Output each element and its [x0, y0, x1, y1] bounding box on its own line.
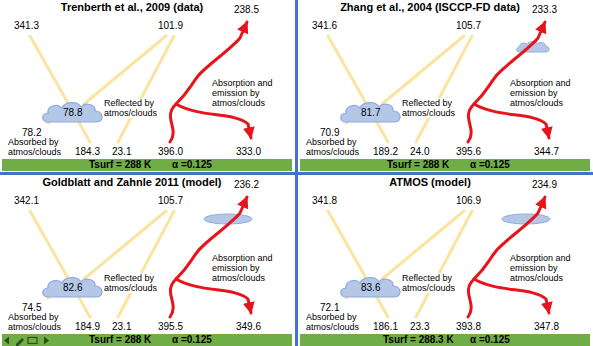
flux-value: 105.7	[158, 195, 183, 207]
flux-note: Absorption and emission by atmos/clouds	[510, 78, 578, 108]
flux-value: 344.7	[534, 146, 559, 158]
flux-note: Absorption and emission by atmos/clouds	[212, 78, 280, 108]
surface-band: Tsurf = 288 K α =0.125	[300, 159, 590, 171]
cloud-value: 83.6	[361, 282, 380, 294]
flux-note: Reflected by atmos/clouds	[104, 273, 162, 293]
flux-note: Absorbed by atmos/clouds	[306, 137, 364, 157]
flux-value: 236.2	[234, 179, 259, 191]
cloud-value: 78.8	[63, 107, 82, 119]
flux-value: 396.0	[158, 146, 183, 158]
cloud-value: 81.7	[361, 107, 380, 119]
flux-value: 342.1	[14, 195, 39, 207]
surface-albedo: α =0.125	[470, 334, 510, 346]
cloud-shape: 81.7	[338, 100, 404, 126]
cloud-outline-path	[43, 103, 102, 122]
flux-value: 24.0	[410, 146, 429, 158]
surface-temperature: Tsurf = 288.3 K	[383, 334, 454, 346]
surface-albedo: α =0.125	[172, 334, 212, 346]
nav-pen-icon	[16, 338, 24, 346]
flux-value: 393.8	[456, 321, 481, 333]
flux-value: 233.3	[532, 4, 557, 16]
flux-value: 341.6	[312, 20, 337, 32]
nav-back-icon	[4, 337, 9, 345]
surface-band: Tsurf = 288 K α =0.125	[2, 159, 292, 171]
flux-value: 234.9	[532, 179, 557, 191]
surface-temperature: Tsurf = 288 K	[89, 334, 151, 346]
panel: Goldblatt and Zahnle 2011 (model) 82.6Tsu…	[0, 175, 295, 346]
panel: Zhang et al., 2004 (ISCCP-FD data) 81.7Ts…	[298, 0, 593, 172]
flat-cloud	[204, 214, 252, 224]
surface-albedo: α =0.125	[470, 159, 510, 171]
surface-temperature: Tsurf = 288 K	[387, 159, 449, 171]
flux-note: Reflected by atmos/clouds	[104, 98, 162, 118]
flux-value: 395.6	[456, 146, 481, 158]
nav-icons	[3, 335, 51, 346]
flux-value: 23.3	[410, 321, 429, 333]
panel: Trenberth et al., 2009 (data) 78.8Tsurf =…	[0, 0, 295, 172]
cloud-outline-path	[341, 278, 400, 297]
flux-value: 106.9	[456, 195, 481, 207]
flux-note: Absorbed by atmos/clouds	[306, 312, 364, 332]
flux-value: 341.3	[14, 20, 39, 32]
cloud-shape: 78.8	[40, 100, 106, 126]
panel: ATMOS (model) 83.6Tsurf = 288.3 K α =0.125…	[298, 175, 593, 346]
flux-value: 23.1	[112, 321, 131, 333]
cloud-value: 82.6	[63, 282, 82, 294]
flux-value: 347.8	[534, 321, 559, 333]
cloud-shape: 82.6	[40, 275, 106, 301]
flux-value: 341.8	[312, 195, 337, 207]
panel-title: ATMOS (model)	[298, 176, 562, 189]
flux-note: Absorption and emission by atmos/clouds	[212, 253, 280, 283]
flux-note: Absorbed by atmos/clouds	[8, 312, 66, 332]
panel-title: Zhang et al., 2004 (ISCCP-FD data)	[298, 1, 562, 14]
cloud-outline-path	[341, 103, 400, 122]
flux-note: Reflected by atmos/clouds	[402, 273, 460, 293]
flux-note: Absorption and emission by atmos/clouds	[510, 253, 578, 283]
flux-value: 184.9	[75, 321, 100, 333]
surface-band: Tsurf = 288.3 K α =0.125	[300, 334, 590, 346]
surface-albedo: α =0.125	[172, 159, 212, 171]
flux-value: 238.5	[234, 4, 259, 16]
surface-temperature: Tsurf = 288 K	[89, 159, 151, 171]
cloud-shape: 83.6	[338, 275, 404, 301]
flux-value: 395.5	[158, 321, 183, 333]
flux-value: 189.2	[373, 146, 398, 158]
flux-value: 184.3	[75, 146, 100, 158]
flat-cloud	[502, 214, 550, 224]
flux-value: 23.1	[112, 146, 131, 158]
panel-title: Goldblatt and Zahnle 2011 (model)	[0, 176, 264, 189]
flux-value: 101.9	[158, 20, 183, 32]
flux-value: 349.6	[236, 321, 261, 333]
flux-value: 105.7	[456, 20, 481, 32]
panel-divider	[0, 172, 593, 175]
flux-note: Absorbed by atmos/clouds	[8, 137, 66, 157]
nav-forward-icon	[44, 337, 49, 345]
flux-note: Reflected by atmos/clouds	[402, 98, 460, 118]
flux-value: 186.1	[373, 321, 398, 333]
cloud-outline-path	[43, 278, 102, 297]
flux-value: 333.0	[236, 146, 261, 158]
panel-title: Trenberth et al., 2009 (data)	[0, 1, 264, 14]
nav-slide-icon	[28, 338, 37, 344]
